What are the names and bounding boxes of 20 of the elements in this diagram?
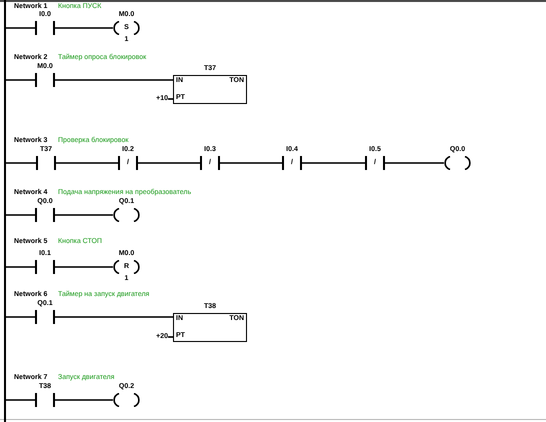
wire — [56, 162, 118, 164]
wire — [55, 27, 113, 29]
wire — [6, 316, 35, 318]
wire — [6, 399, 35, 401]
wire — [55, 316, 173, 318]
wire — [55, 214, 113, 216]
wire — [6, 79, 35, 81]
wire — [138, 162, 200, 164]
wire — [55, 266, 113, 268]
wire — [302, 162, 365, 164]
wire — [6, 27, 35, 29]
wire — [168, 336, 173, 338]
wire — [385, 162, 444, 164]
wire — [6, 214, 35, 216]
wire — [55, 79, 173, 81]
wire — [6, 162, 36, 164]
wire — [220, 162, 282, 164]
wire — [168, 98, 173, 100]
wire — [6, 266, 35, 268]
wire — [55, 399, 113, 401]
